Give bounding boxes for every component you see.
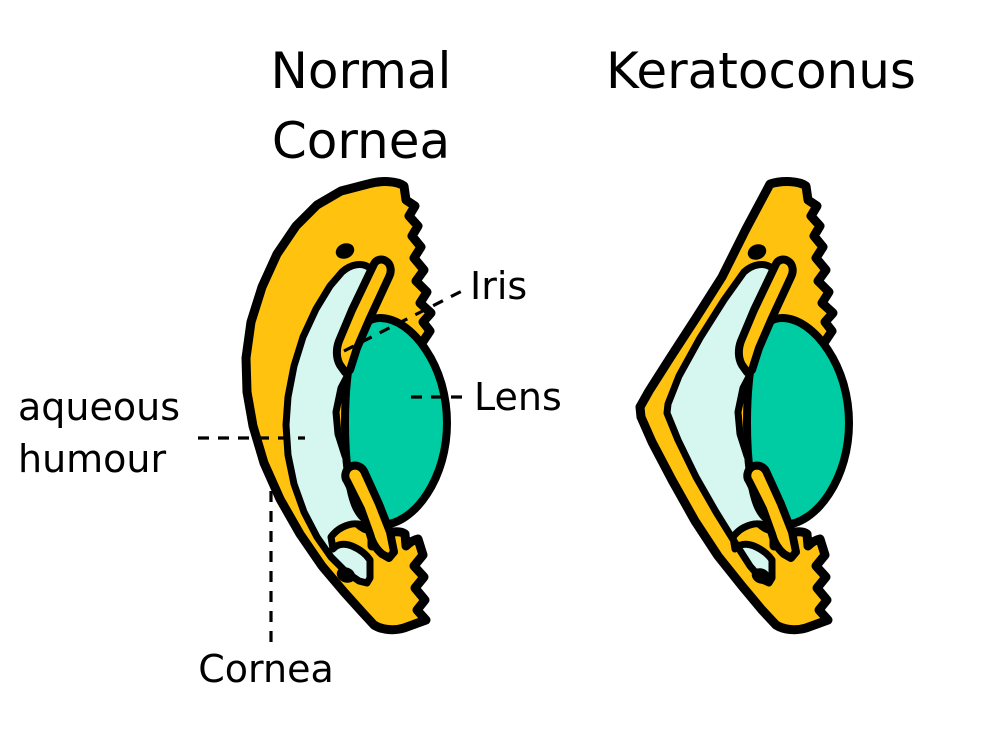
iris-leader-line (343, 289, 463, 353)
aqueous-humour-label-line1: aqueous (18, 385, 180, 429)
normal-ciliary-dot-upper (335, 243, 355, 259)
keratoconus-eye-figure (635, 177, 853, 635)
keratoconus-iris-lower (743, 461, 800, 562)
normal-ciliary-dot-lower (336, 567, 356, 583)
normal-iris-upper (332, 255, 395, 376)
lens-label: Lens (474, 375, 562, 419)
keratoconus-title: Keratoconus (606, 42, 916, 100)
keratoconus-iris-upper (734, 255, 797, 376)
normal-eye-figure (241, 177, 451, 635)
normal-iris-lower (341, 461, 398, 562)
keratoconus-ciliary-dot-upper (747, 244, 767, 260)
keratoconus-ciliary-dot-lower (751, 568, 771, 584)
cornea-label: Cornea (198, 647, 334, 691)
normal-cornea-title-line1: Normal (271, 42, 452, 100)
aqueous-humour-label-line2: humour (18, 437, 167, 481)
normal-cornea-title-line2: Cornea (272, 112, 450, 170)
iris-label: Iris (470, 264, 527, 308)
